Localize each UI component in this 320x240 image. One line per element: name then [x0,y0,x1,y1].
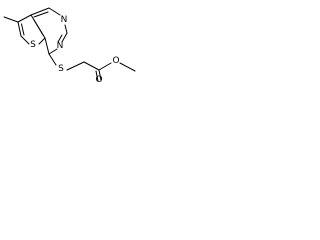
bond-thiophene-double-1-inner [21,23,25,36]
bond-ring-fusion-inner [33,19,44,36]
bond-pyrimidine-double-right [57,34,63,43]
atom-label-n-upper: N [61,15,68,25]
bond-pyrimidine-c-n-upper [48,7,61,16]
atom-label-o-ester: O [112,56,119,66]
bond-c4-s [48,53,57,66]
bond-pyrimidine-n-c4 [48,48,58,55]
molecule-structure-diagram: N N S S O O [3,7,136,84]
bond-ester-methyl [119,62,136,72]
bond-pyrimidine-top-left [30,7,50,16]
bond-thiophene-double-1 [17,21,22,37]
bond-pyrimidine-c4-c4a [44,37,50,55]
atom-label-s-ring: S [30,40,36,50]
bond-carbonyl-double [98,69,102,81]
atom-label-o-carbonyl: O [95,75,102,84]
atom-label-n-lower: N [57,41,64,51]
bond-pyrimidine-top-left-inner [33,11,49,18]
bond-methyl [3,16,19,23]
bond-pyrimidine-c-n-lower [61,32,68,43]
bond-thiophene-s-c [38,37,46,45]
atom-label-s-thioether: S [58,64,64,74]
bond-carbonyl-double-inner [95,70,99,82]
bond-pyrimidine-n-c [64,24,68,34]
bond-thiophene-c-s [20,35,30,45]
bond-thiophene-c-c-methyl [17,14,32,23]
bond-carbonyl-o-ester [98,62,112,71]
bond-s-ch2 [66,61,85,71]
bond-ch2-carbonyl [83,61,100,71]
